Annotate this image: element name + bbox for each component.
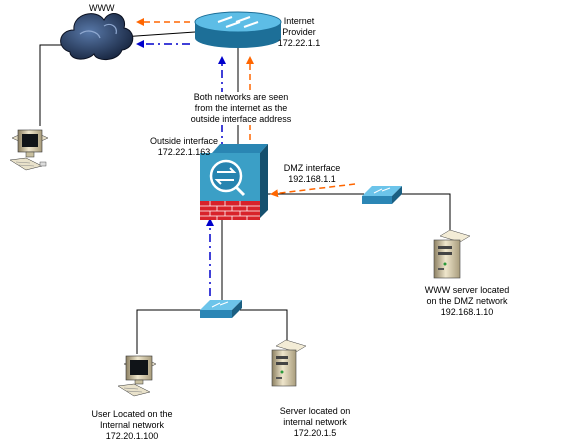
internal-switch-icon <box>200 300 242 318</box>
orange-flow-arrow-dmz-to-firewall <box>270 183 356 198</box>
outside-interface-label: Outside interface 172.22.1.163 <box>149 136 219 157</box>
link-internal-user <box>136 309 205 354</box>
www-label: WWW <box>89 3 115 13</box>
nat-note-label: Both networks are seen from the internet… <box>176 92 306 125</box>
dmz-server-icon <box>433 229 471 279</box>
internet-pc-icon <box>9 129 49 171</box>
internal-user-pc-icon <box>117 355 157 397</box>
firewall-icon <box>200 144 268 220</box>
link-dmz-switch-server <box>398 193 451 232</box>
provider-router-icon <box>194 11 282 48</box>
internal-server-label: Server located on internal network 172.2… <box>279 406 351 438</box>
internal-user-label: User Located on the Internal network 172… <box>91 409 173 441</box>
dmz-switch-icon <box>362 186 402 204</box>
dmz-server-label: WWW server located on the DMZ network 19… <box>424 285 510 317</box>
link-pc-cloud <box>39 44 74 126</box>
link-internal-server <box>240 309 288 343</box>
link-cloud-router <box>121 31 196 38</box>
internet-cloud-icon <box>60 13 134 60</box>
provider-label: Internet Provider 172.22.1.1 <box>277 16 321 48</box>
dmz-interface-label: DMZ interface 192.168.1.1 <box>283 163 341 184</box>
internal-server-icon <box>271 339 307 387</box>
